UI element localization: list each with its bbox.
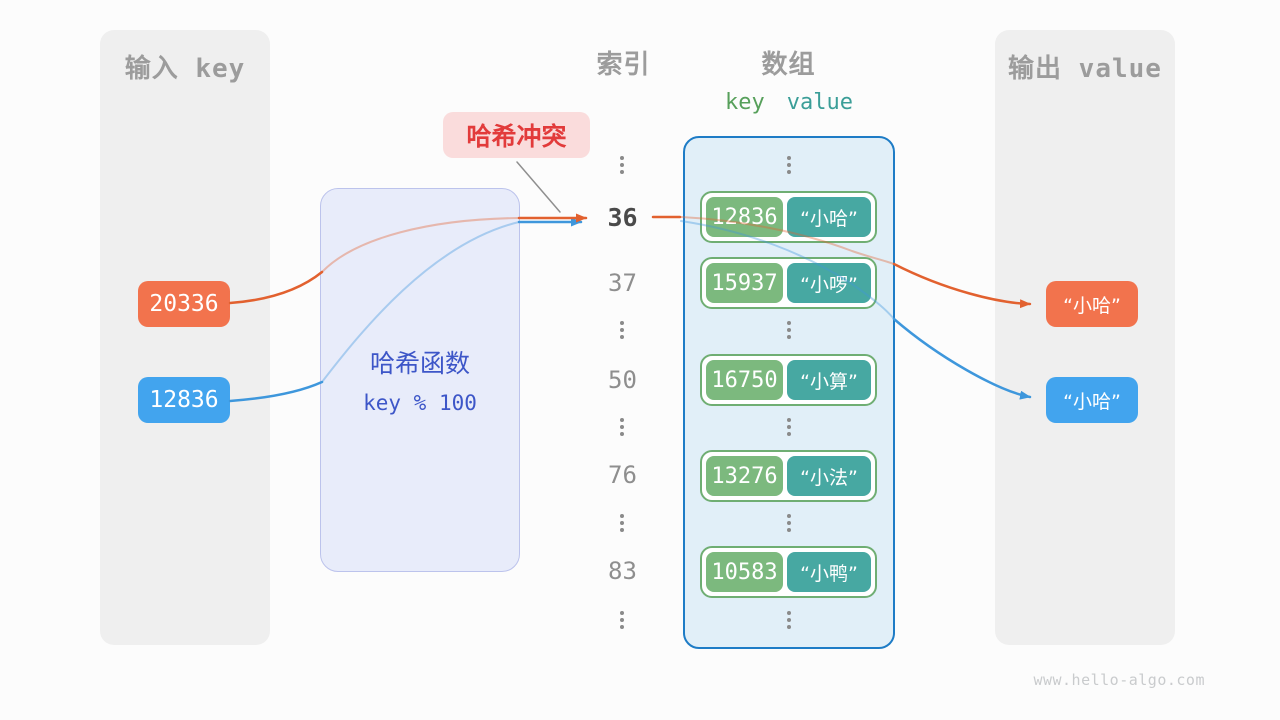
pair-key-12836: 12836 (706, 197, 783, 237)
pair-value-xiaoluo: “小啰” (787, 263, 871, 303)
index-ellipsis-bottom (618, 611, 626, 629)
array-ellipsis-bottom (785, 611, 793, 629)
index-ellipsis-3 (618, 514, 626, 532)
array-pair-12836: 12836 “小哈” (700, 191, 877, 243)
output-value-blue-label: “小哈” (1063, 390, 1121, 413)
input-key-12836: 12836 (138, 377, 230, 423)
index-37: 37 (608, 269, 637, 297)
hash-collision-badge: 哈希冲突 (443, 112, 590, 158)
value-header-label: value (786, 90, 853, 115)
output-value-blue: “小哈” (1046, 377, 1138, 423)
output-value-orange: “小哈” (1046, 281, 1138, 327)
hash-collision-badge-label: 哈希冲突 (466, 122, 567, 151)
index-ellipsis-2 (618, 418, 626, 436)
input-key-panel: 输入 key (100, 30, 270, 645)
index-50: 50 (608, 366, 637, 394)
output-value-orange-label: “小哈” (1063, 294, 1121, 317)
array-pair-15937: 15937 “小啰” (700, 257, 877, 309)
pair-value-xiaosuan: “小算” (787, 360, 871, 400)
index-column-title: 索引 (596, 50, 651, 80)
array-pair-13276: 13276 “小法” (700, 450, 877, 502)
pair-value-xiaoha: “小哈” (787, 197, 871, 237)
array-ellipsis-2 (785, 418, 793, 436)
input-key-12836-label: 12836 (149, 387, 219, 413)
array-column-title: 数组 (761, 50, 816, 80)
pair-key-15937: 15937 (706, 263, 783, 303)
array-ellipsis-top (785, 156, 793, 174)
input-key-20336-label: 20336 (149, 291, 219, 317)
array-ellipsis-1 (785, 321, 793, 339)
index-76: 76 (608, 461, 637, 489)
pair-key-16750: 16750 (706, 360, 783, 400)
index-83: 83 (608, 557, 637, 585)
pair-key-13276: 13276 (706, 456, 783, 496)
pair-key-10583: 10583 (706, 552, 783, 592)
key-value-header: key value (683, 90, 895, 115)
hash-function-title: 哈希函数 (369, 349, 470, 378)
index-ellipsis-top (618, 156, 626, 174)
hash-function-box (320, 188, 520, 572)
array-ellipsis-3 (785, 514, 793, 532)
index-36: 36 (607, 203, 638, 232)
pair-value-xiaoya: “小鸭” (787, 552, 871, 592)
badge-pointer-line (516, 161, 561, 213)
input-key-20336: 20336 (138, 281, 230, 327)
output-value-panel: 输出 value (995, 30, 1175, 645)
output-panel-title: 输出 value (1008, 54, 1162, 84)
pair-value-xiaofa: “小法” (787, 456, 871, 496)
index-ellipsis-1 (618, 321, 626, 339)
array-pair-16750: 16750 “小算” (700, 354, 877, 406)
watermark: www.hello-algo.com (1033, 671, 1205, 689)
hash-function-formula: key % 100 (363, 391, 477, 415)
key-header-label: key (725, 90, 765, 115)
array-pair-10583: 10583 “小鸭” (700, 546, 877, 598)
input-panel-title: 输入 key (124, 54, 246, 84)
